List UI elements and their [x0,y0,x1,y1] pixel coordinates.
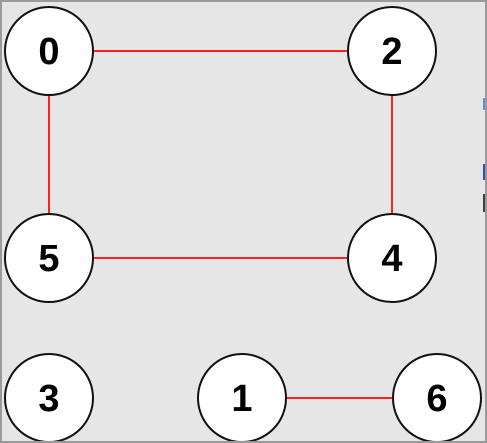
node-circle [347,213,437,303]
graph-node-2: 2 [347,6,437,96]
graph-node-1: 1 [197,353,287,441]
graph-node-4: 4 [347,213,437,303]
node-circle [4,213,94,303]
clipped-text-fragment [483,164,485,180]
node-circle [4,353,94,441]
node-label: 6 [426,378,447,420]
graph-node-0: 0 [4,6,94,96]
clipped-text-fragment [483,98,485,110]
node-circle [197,353,287,441]
clipped-text-fragment [483,194,485,212]
node-label: 4 [381,238,402,280]
node-label: 3 [38,378,59,420]
node-label: 0 [38,31,59,73]
node-label: 1 [231,378,252,420]
graph-node-5: 5 [4,213,94,303]
node-label: 2 [381,31,402,73]
graph-node-6: 6 [392,353,482,441]
node-circle [4,6,94,96]
node-label: 5 [38,238,59,280]
node-circle [392,353,482,441]
graph-node-3: 3 [4,353,94,441]
nodes-layer: 0 2 5 4 3 1 6 [4,6,482,441]
node-circle [347,6,437,96]
